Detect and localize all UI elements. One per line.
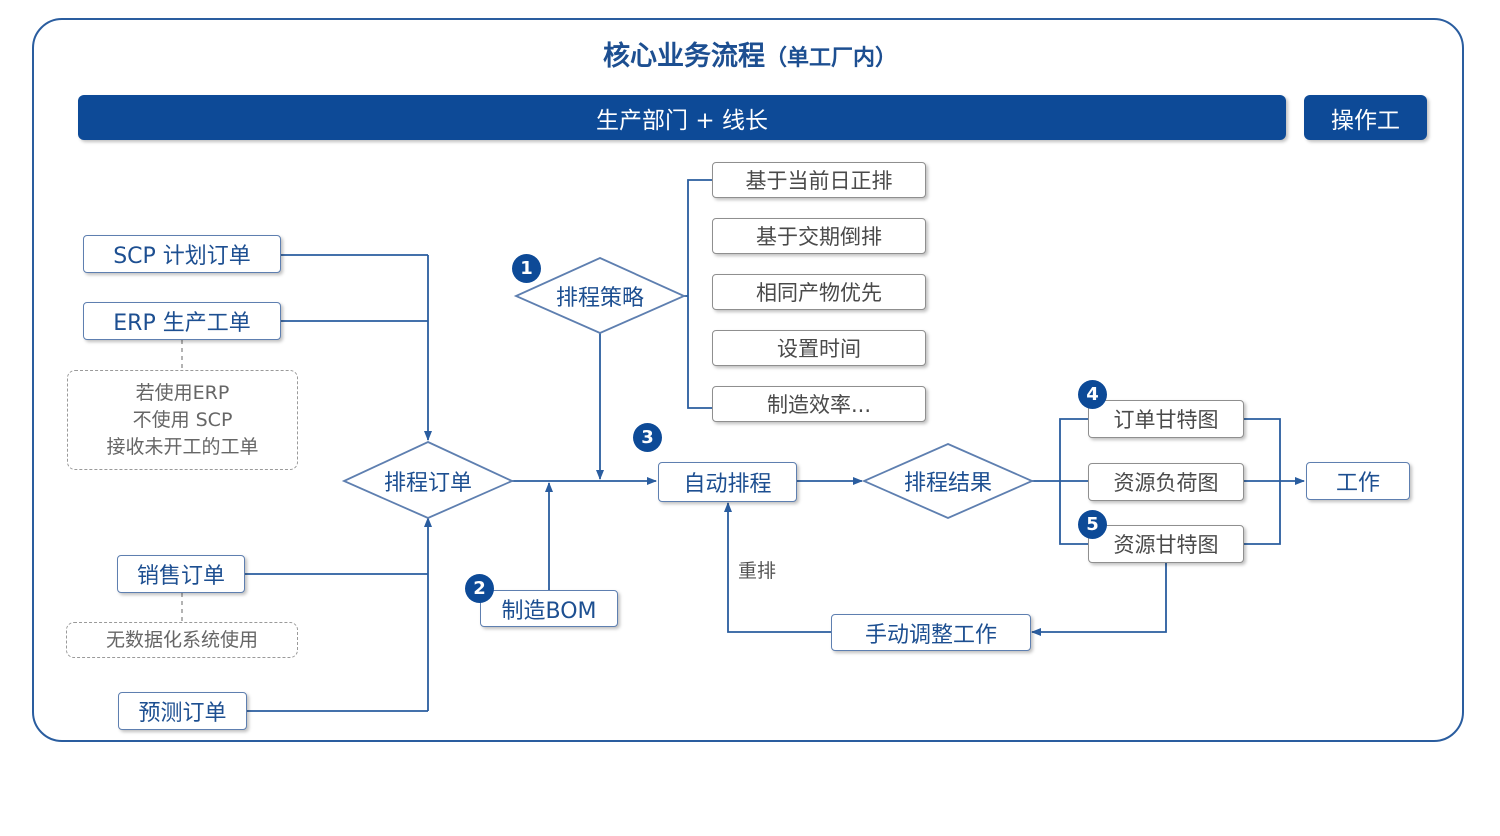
strategy-item: 相同产物优先: [712, 274, 926, 310]
node-auto-schedule: 自动排程: [658, 462, 797, 502]
badge-5: 5: [1078, 510, 1107, 539]
diamond-strategy: [513, 257, 687, 334]
note-erp-line-2: 不使用 SCP: [132, 408, 233, 431]
input-sales-order: 销售订单: [117, 555, 245, 593]
input-forecast-order: 预测订单: [118, 692, 247, 730]
node-schedule-result: 排程结果: [903, 471, 992, 496]
note-erp: 若使用ERP 不使用 SCP 接收未开工的工单: [67, 370, 298, 470]
node-work: 工作: [1306, 462, 1410, 500]
title-main: 核心业务流程: [602, 41, 765, 72]
diamond-schedule-orders: [341, 441, 515, 519]
diamond-result: [861, 443, 1035, 519]
strategy-item: 基于当前日正排: [712, 162, 926, 198]
badge-4: 4: [1078, 380, 1107, 409]
note-erp-line-3: 接收未开工的工单: [106, 435, 259, 458]
badge-3: 3: [633, 423, 662, 452]
node-strategy: 排程策略: [555, 286, 644, 311]
strategy-bracket: [687, 179, 712, 409]
node-schedule-orders: 排程订单: [383, 471, 472, 496]
output-resource-load: 资源负荷图: [1088, 463, 1244, 501]
line-manual-to-auto: [724, 502, 831, 633]
badge-1: 1: [512, 254, 541, 283]
diagram-frame: [32, 18, 1464, 742]
note-erp-line-1: 若使用ERP: [135, 381, 230, 404]
label-reschedule: 重排: [738, 560, 777, 582]
strategy-item: 基于交期倒排: [712, 218, 926, 254]
banner-operator: 操作工: [1304, 95, 1427, 140]
node-manufacturing-bom: 制造BOM: [480, 590, 618, 627]
input-erp-work-order: ERP 生产工单: [83, 302, 281, 340]
title-sub: （单工厂内）: [764, 46, 897, 71]
badge-2: 2: [465, 574, 494, 603]
input-scp-plan-order: SCP 计划订单: [83, 235, 281, 273]
banner-production: 生产部门 + 线长: [78, 95, 1286, 140]
node-manual-adjust: 手动调整工作: [831, 614, 1031, 651]
output-order-gantt: 订单甘特图: [1088, 400, 1244, 438]
line-gantt-to-manual: [1031, 562, 1167, 636]
strategy-item: 制造效率...: [712, 386, 926, 422]
output-resource-gantt: 资源甘特图: [1088, 525, 1244, 563]
note-sales: 无数据化系统使用: [66, 622, 298, 658]
strategy-item: 设置时间: [712, 330, 926, 366]
diagram-title: 核心业务流程（单工厂内）: [0, 34, 1500, 73]
